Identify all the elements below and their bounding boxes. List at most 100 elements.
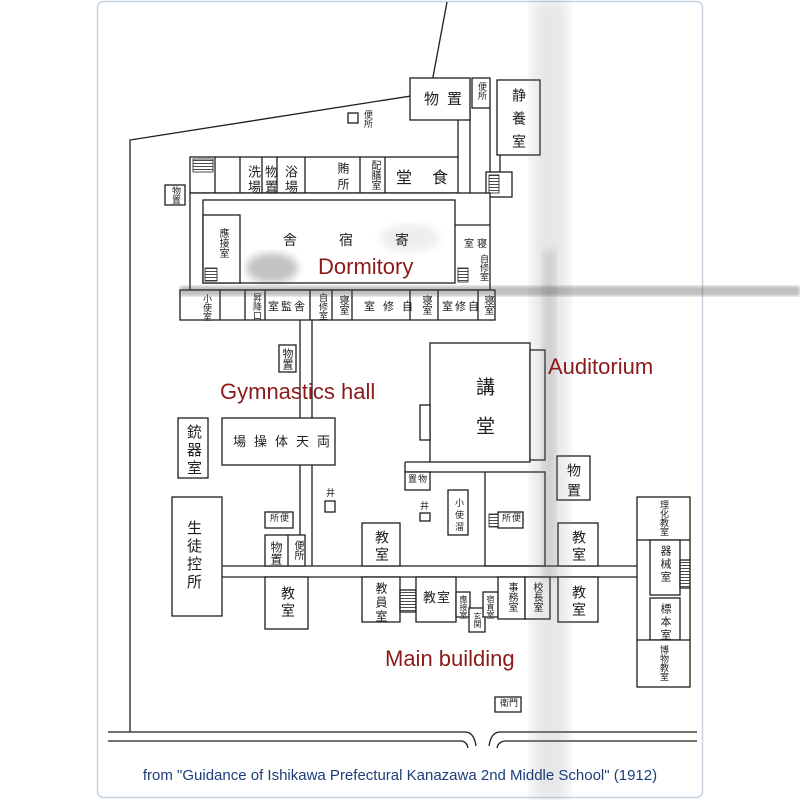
auditorium-building: [429, 342, 531, 463]
label-dining-hall: 堂食: [396, 168, 469, 187]
stairs: [679, 559, 691, 589]
label-natural-history-classroom: 博物教室: [658, 645, 668, 681]
label-storage-small-left: 物置: [170, 186, 180, 204]
label-storage-right: 物置: [565, 463, 581, 503]
stairs: [488, 174, 500, 194]
label-auditorium-ja: 講堂: [473, 377, 495, 455]
label-toilet-small: 便所: [362, 110, 372, 128]
property-boundary: [129, 1, 448, 732]
label-janitor-room: 小使溜: [453, 498, 463, 534]
label-student-waiting-room: 生徒控所: [185, 520, 203, 592]
label-apparatus-room: 器械室: [659, 545, 672, 584]
classroom: [361, 522, 401, 567]
label-toilet-main: 便所: [292, 540, 303, 560]
student-waiting-room: [171, 496, 223, 617]
storage-near-auditorium: [404, 471, 431, 491]
small-storage-middle: [278, 344, 297, 373]
road-edge: [488, 731, 697, 747]
label-gymnastics-hall: Gymnastics hall: [220, 379, 376, 404]
label-bedroom-1: 寝室: [337, 295, 348, 315]
label-bedroom-2: 寝室: [420, 295, 431, 315]
figure-frame: [96, 0, 704, 799]
label-toilet-top: 便所: [476, 82, 486, 100]
label-gymnasium-ja: 場操体天両: [233, 435, 339, 450]
label-kitchen: 賄所: [336, 162, 350, 194]
label-staff-room: 教員室: [374, 582, 388, 624]
label-night-duty-room: 宿直室: [486, 595, 495, 619]
staff-room: [361, 576, 401, 623]
janitor-room: [447, 489, 469, 536]
label-principal-room: 校長室: [531, 582, 542, 612]
storage-building-top: [409, 77, 471, 121]
stairs: [457, 267, 469, 283]
classroom: [415, 576, 457, 623]
label-classroom-3: 教室: [279, 586, 295, 620]
classroom: [264, 576, 309, 630]
label-toilet-left: 所便: [270, 514, 291, 524]
toilet-left: [264, 511, 294, 529]
specimen-room: [649, 597, 681, 641]
label-armory: 銃器室: [185, 424, 203, 478]
label-specimen-room: 標本室: [659, 603, 672, 642]
toilet-building-top: [471, 77, 491, 109]
label-infirmary: 静養室: [510, 88, 526, 157]
label-toilet-right: 所便: [502, 514, 523, 524]
label-classroom-5: 教室: [570, 585, 586, 619]
science-classroom: [636, 496, 691, 541]
label-study-room-3: 室修自: [442, 300, 481, 313]
stairs: [399, 589, 417, 613]
label-study-room-2: 室修自: [364, 300, 421, 313]
label-stair-entrance: 昇降口: [251, 293, 261, 320]
label-classroom-2: 教室: [570, 530, 586, 564]
label-gatehouse: 衛門: [500, 699, 519, 709]
office-room: [497, 576, 526, 620]
apparatus-room: [649, 539, 681, 596]
label-classroom-1: 教室: [373, 530, 389, 564]
label-serving-room: 配膳室: [369, 160, 380, 190]
stairs: [192, 158, 214, 173]
label-entrance: 玄関: [473, 612, 482, 628]
label-well-1: 井: [326, 489, 336, 499]
label-auditorium: Auditorium: [548, 354, 654, 379]
label-study-room-1: 自修室: [317, 293, 327, 320]
label-storage-auditorium: 置物: [408, 475, 429, 485]
label-storage-top: 物置: [424, 90, 471, 108]
entrance-hall: [468, 607, 486, 633]
label-classroom-4: 教室: [423, 591, 452, 606]
label-storage-main: 物置: [269, 541, 283, 565]
label-housemaster-room: 室監舎: [268, 300, 307, 313]
site-boundary-and-road: [108, 1, 697, 749]
label-storage-middle: 物置: [281, 348, 294, 370]
label-office: 事務室: [506, 582, 517, 612]
auditorium-annex-left: [419, 404, 431, 441]
auditorium-annex-right: [529, 349, 546, 461]
label-bath: 浴場: [282, 165, 297, 195]
gatehouse: [494, 696, 522, 713]
reception-room: [455, 591, 471, 618]
label-dormitory-ja: 舎宿寄: [283, 233, 451, 249]
armory-building: [177, 417, 209, 479]
label-reception-dormitory: 應接室: [217, 228, 228, 258]
label-reception-room: 應接室: [459, 595, 468, 619]
well: [324, 500, 336, 513]
road-edge: [108, 731, 477, 747]
label-bedroom-east: 室寝: [464, 239, 490, 250]
well: [419, 512, 431, 522]
figure-caption: from "Guidance of Ishikawa Prefectural K…: [142, 767, 658, 784]
small-storage-left: [164, 184, 186, 206]
gymnastics-hall-building: [221, 417, 336, 466]
small-toilet-box: [347, 112, 359, 124]
label-washroom: 洗場: [245, 165, 260, 195]
label-well-2: 井: [420, 502, 430, 512]
natural-history-classroom: [636, 639, 691, 688]
road-edge: [108, 740, 469, 749]
label-dormitory: Dormitory: [318, 254, 414, 279]
storage-toilet-block: [264, 534, 306, 567]
label-science-classroom: 理化教室: [658, 500, 668, 536]
label-janitor-dormitory: 小使室: [201, 294, 211, 321]
label-main-building: Main building: [385, 646, 515, 671]
road-edge: [496, 740, 697, 749]
label-study-room-east: 自修室: [478, 254, 488, 281]
